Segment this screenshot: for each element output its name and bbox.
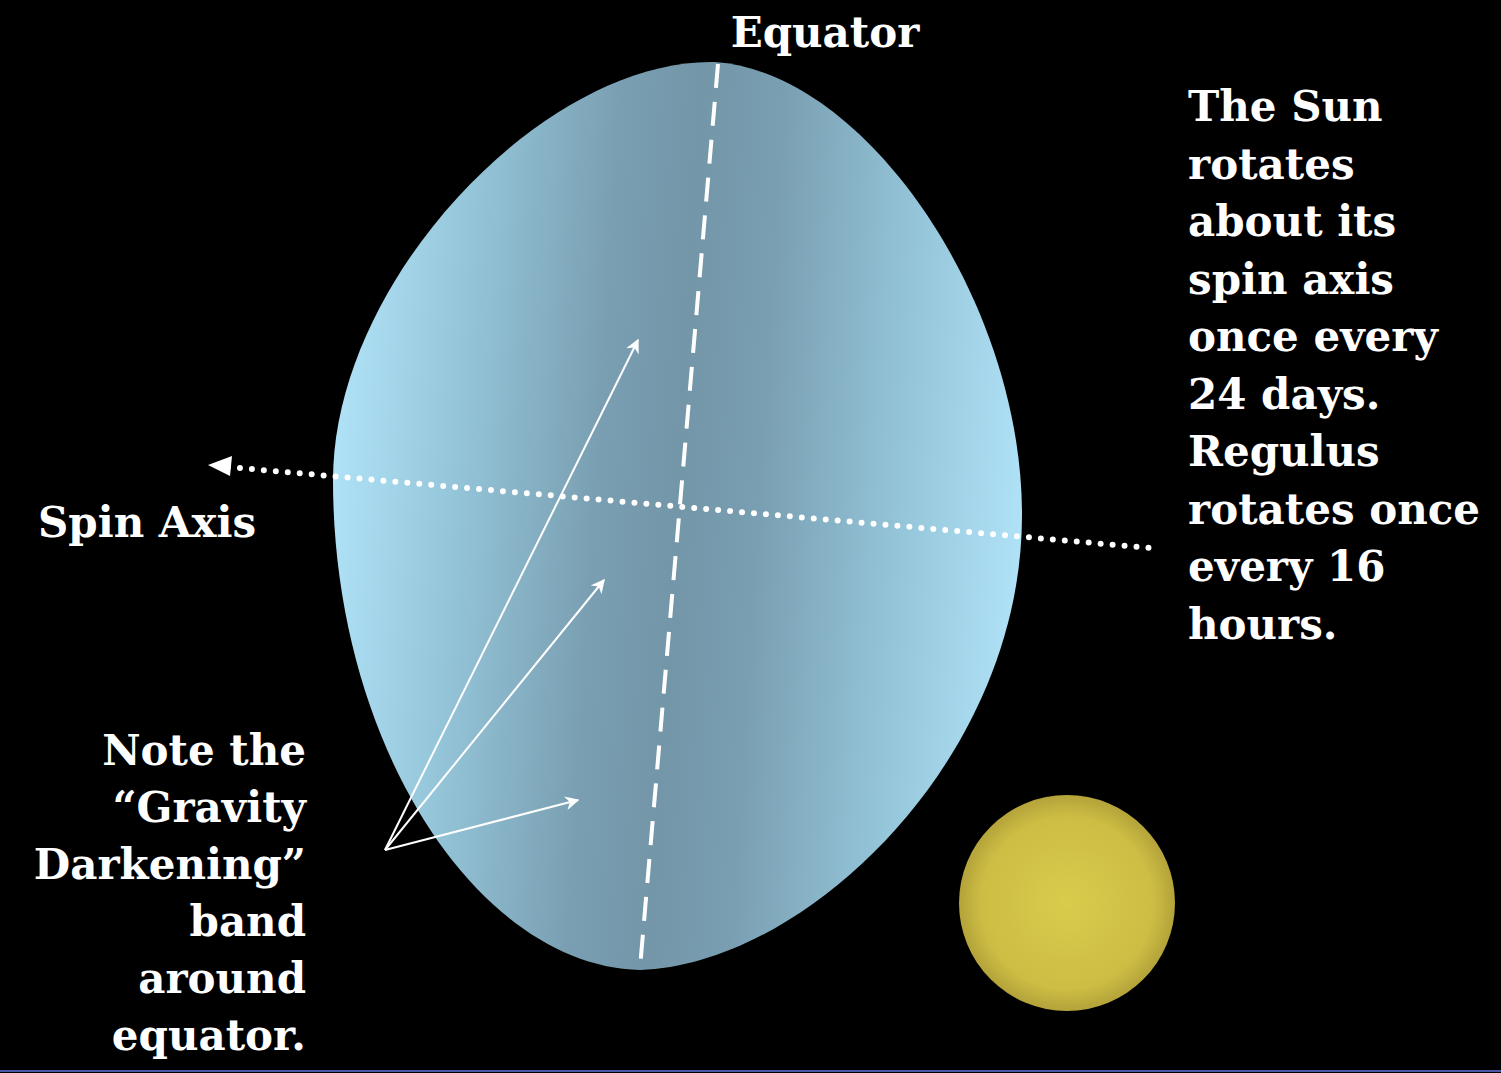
regulus-star xyxy=(333,62,1022,970)
spin-axis-line xyxy=(228,467,1150,548)
note-text: The Sun rotates about its spin axis once… xyxy=(1188,78,1490,653)
leader-arrow xyxy=(385,800,578,850)
axis-label: Spin Axis xyxy=(38,494,298,551)
spin-axis-arrowhead xyxy=(208,456,232,476)
axis-label: Equator xyxy=(620,4,1030,61)
leader-arrow xyxy=(385,580,604,850)
slide-border xyxy=(0,1070,1501,1072)
callout-note: Note the “Gravity Darkening” band around… xyxy=(12,722,306,1064)
equator-line xyxy=(640,64,718,968)
sun-sphere xyxy=(959,795,1175,1011)
leader-arrow xyxy=(385,340,638,850)
